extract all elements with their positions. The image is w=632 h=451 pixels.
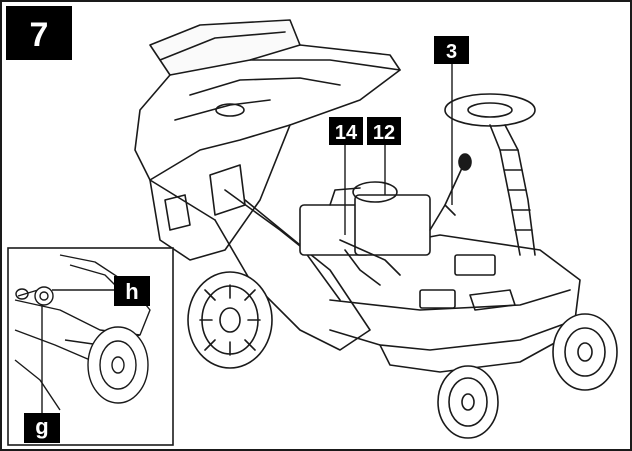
- callout-h-label: h: [125, 279, 138, 304]
- callout-g: g: [24, 413, 60, 443]
- step-number: 7: [30, 16, 49, 54]
- callout-14: 14: [329, 117, 363, 145]
- callout-h: h: [114, 276, 150, 306]
- callout-14-label: 14: [335, 122, 358, 144]
- mower-illustration: [134, 19, 618, 439]
- callout-3: 3: [434, 36, 469, 64]
- callout-12: 12: [367, 117, 401, 145]
- leader-lines: [344, 63, 453, 235]
- step-badge: 7: [6, 6, 72, 60]
- callout-g-label: g: [35, 414, 48, 439]
- callout-3-label: 3: [446, 41, 457, 63]
- callout-12-label: 12: [373, 122, 395, 144]
